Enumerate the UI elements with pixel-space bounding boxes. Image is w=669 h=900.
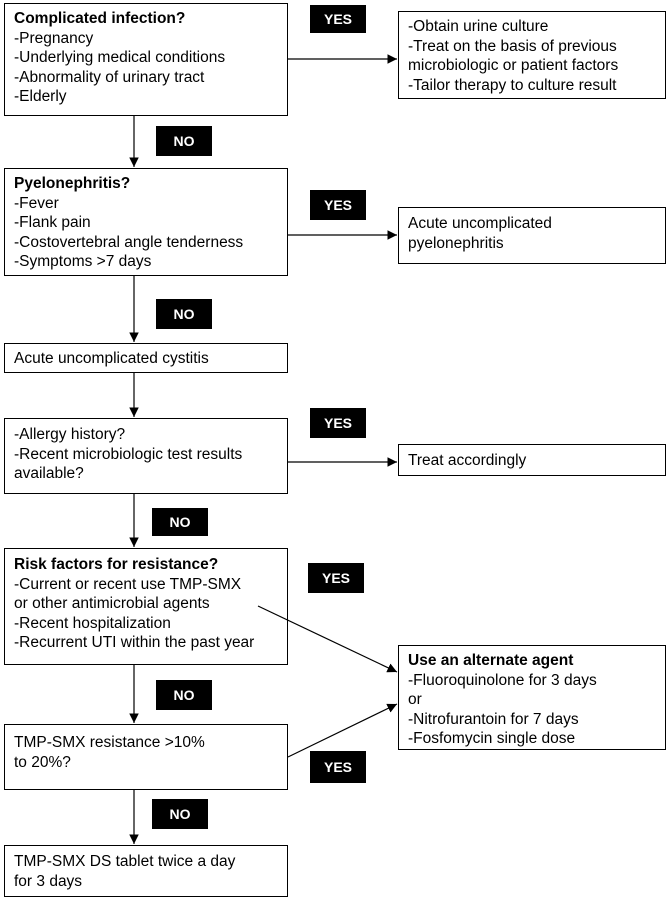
yes-label: YES [310, 408, 366, 438]
treat-accordingly-box: Treat accordingly [398, 444, 666, 476]
risk-factors-box: Risk factors for resistance? -Current or… [4, 548, 288, 665]
yes-label: YES [308, 563, 364, 593]
no-label: NO [156, 299, 212, 329]
pyelonephritis-box: Pyelonephritis? -Fever -Flank pain -Cost… [4, 168, 288, 276]
box-line: -Tailor therapy to culture result [408, 76, 617, 94]
box-line: Acute uncomplicated cystitis [14, 350, 209, 367]
box-line: -Recent hospitalization [14, 614, 171, 632]
box-title: Complicated infection? [14, 10, 186, 27]
box-line: -Symptoms >7 days [14, 253, 152, 270]
box-line: for 3 days [14, 872, 83, 890]
tmp-smx-resistance-box: TMP-SMX resistance >10% to 20%? [4, 724, 288, 790]
allergy-history-box: -Allergy history? -Recent microbiologic … [4, 418, 288, 494]
box-line: -Pregnancy [14, 29, 94, 47]
acute-pyelonephritis-box: Acute uncomplicated pyelonephritis [398, 207, 666, 264]
box-line: -Current or recent use TMP-SMX [14, 575, 242, 593]
box-line: to 20%? [14, 753, 71, 771]
no-label: NO [152, 799, 208, 829]
box-line: -Abnormality of urinary tract [14, 68, 205, 86]
box-line: -Treat on the basis of previous [408, 37, 617, 55]
arrow-resistance-to-alternate [287, 703, 398, 758]
box-line: TMP-SMX resistance >10% [14, 734, 205, 751]
box-line: -Elderly [14, 88, 67, 105]
box-line: or [408, 691, 422, 708]
acute-cystitis-box: Acute uncomplicated cystitis [4, 343, 288, 373]
box-line: -Costovertebral angle tenderness [14, 233, 244, 251]
box-line: -Obtain urine culture [408, 18, 549, 35]
box-line: TMP-SMX DS tablet twice a day [14, 853, 236, 870]
urine-culture-box: -Obtain urine culture -Treat on the basi… [398, 11, 666, 99]
no-label: NO [152, 508, 208, 536]
box-line: -Recent microbiologic test results [14, 445, 243, 463]
no-label: NO [156, 680, 212, 710]
yes-label: YES [310, 5, 366, 33]
box-line: -Allergy history? [14, 426, 126, 443]
box-line: -Nitrofurantoin for 7 days [408, 710, 579, 728]
box-title: Pyelonephritis? [14, 175, 131, 192]
no-label: NO [156, 126, 212, 156]
box-title: Use an alternate agent [408, 652, 574, 669]
box-line: Treat accordingly [408, 452, 527, 469]
box-line: -Recurrent UTI within the past year [14, 634, 255, 651]
complicated-infection-box: Complicated infection? -Pregnancy -Under… [4, 3, 288, 116]
box-line: -Underlying medical conditions [14, 49, 226, 66]
box-line: pyelonephritis [408, 234, 504, 252]
box-line: Acute uncomplicated [408, 215, 552, 232]
box-line: -Fluoroquinolone for 3 days [408, 671, 597, 689]
tmp-smx-ds-box: TMP-SMX DS tablet twice a day for 3 days [4, 845, 288, 897]
box-title: Risk factors for resistance? [14, 556, 219, 573]
arrow-risk-to-alternate [257, 605, 398, 673]
box-line: -Fever [14, 194, 59, 212]
box-line: microbiologic or patient factors [408, 57, 619, 74]
box-line: or other antimicrobial agents [14, 595, 210, 612]
box-line: -Fosfomycin single dose [408, 730, 576, 747]
alternate-agent-box: Use an alternate agent -Fluoroquinolone … [398, 645, 666, 750]
yes-label: YES [310, 190, 366, 220]
box-line: -Flank pain [14, 214, 91, 231]
box-line: available? [14, 465, 84, 482]
yes-label: YES [310, 751, 366, 783]
